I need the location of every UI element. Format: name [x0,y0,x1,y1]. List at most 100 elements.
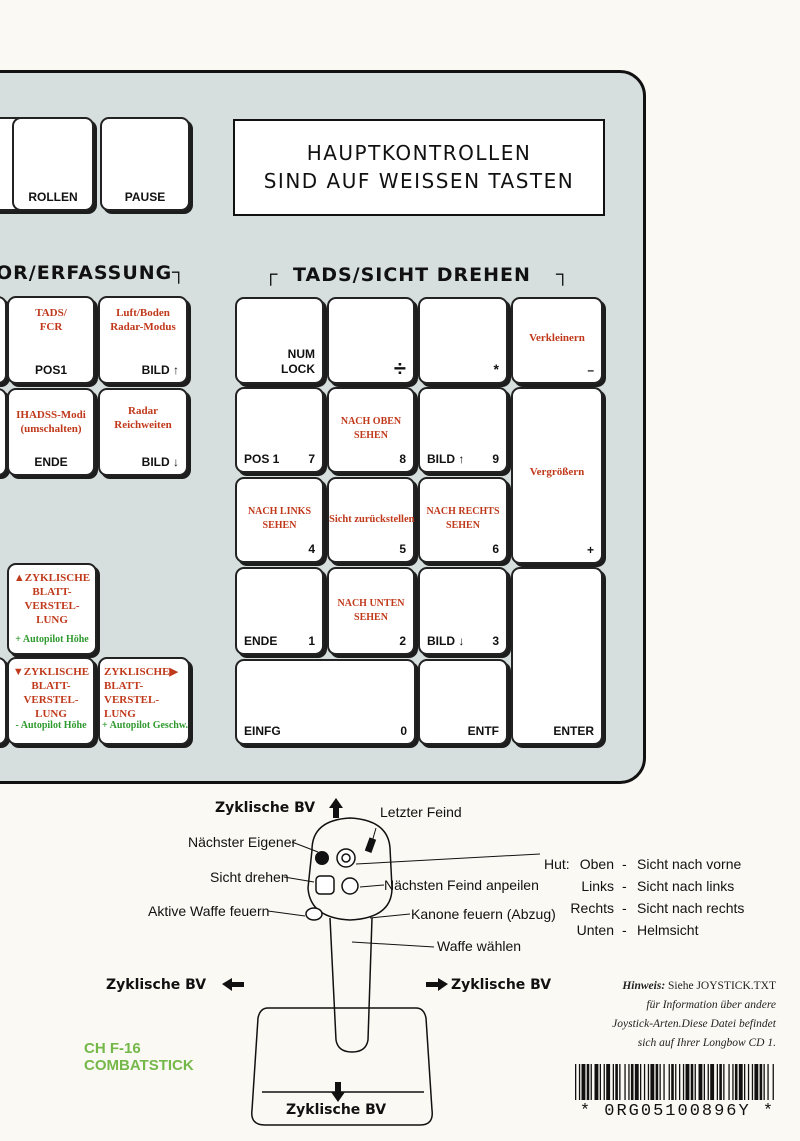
barcode-bar [690,1064,694,1100]
key-plus[interactable]: Vergrößern + [511,387,603,564]
barcode-bar [751,1064,754,1100]
label-naechster-eigener: Nächster Eigener [188,834,297,850]
barcode-bar [599,1064,601,1100]
barcode-bar [634,1064,639,1100]
key-decimal[interactable]: ENTF [418,659,508,745]
barcode-bar [650,1064,655,1100]
barcode-bar [716,1064,718,1100]
hut-action: Sicht nach vorne [637,856,742,872]
hut-dash: - [622,856,627,872]
joystick-shaft [329,917,373,1053]
barcode-bar [643,1064,646,1100]
bracket-left-end: ┐ [172,262,186,283]
button-aktive [305,907,323,921]
barcode-bar [612,1064,614,1100]
hut-dash: - [622,900,627,916]
label-waffe-waehlen: Waffe wählen [437,938,522,954]
key-partial-2[interactable] [0,388,7,476]
barcode-bar [675,1064,677,1100]
arrow-up-icon: ↑ [173,363,179,377]
key-multiply[interactable]: * [418,297,508,384]
key-tads-fcr[interactable]: TADS/ FCR POS1 [7,296,95,384]
barcode-bar [586,1064,590,1100]
arrow-down-icon: ↓ [173,455,179,469]
key-6[interactable]: NACH RECHTS SEHEN 6 [418,477,508,563]
key-minus[interactable]: Verkleinern – [511,297,603,384]
label-zyklisch-right: Zyklische BV [451,977,552,993]
barcode-bar [581,1064,586,1100]
key-2[interactable]: NACH UNTEN SEHEN 2 [327,567,415,655]
hat-switch [315,875,335,895]
notice-line1: HAUPTKONTROLLEN [306,141,532,165]
hut-dir: Oben [579,856,614,872]
button-letzter [364,837,377,853]
button-black [315,851,329,865]
arrow-up-icon: ↑ [458,452,465,466]
barcode-bar [606,1064,611,1100]
label-zyklisch-bottom: Zyklische BV [286,1102,387,1118]
barcode-bar [738,1064,743,1100]
barcode-bar [747,1064,750,1100]
barcode-bar [659,1064,661,1100]
key-ihadss[interactable]: IHADSS-Modi (umschalten) ENDE [7,388,95,476]
product-name: CH F-16 COMBATSTICK [84,1040,194,1074]
barcode-bar [628,1064,630,1100]
key-4[interactable]: NACH LINKS SEHEN 4 [235,477,324,563]
key-0[interactable]: EINFG 0 [235,659,416,745]
barcode-bar [710,1064,715,1100]
bracket-right-start: ┌ [264,264,278,285]
barcode-bar [615,1064,618,1100]
barcode-bar [698,1064,703,1100]
hut-dir: Unten [576,922,614,938]
barcode-text: * 0RG05100896Y * [579,1102,776,1121]
key-5[interactable]: Sicht zurückstellen 5 [327,477,415,563]
key-9[interactable]: BILD ↑ 9 [418,387,508,473]
barcode [575,1064,774,1100]
hut-dash: - [622,878,627,894]
barcode-bar [685,1064,690,1100]
hut-action: Sicht nach links [637,878,735,894]
key-7[interactable]: POS 1 7 [235,387,324,473]
joystick-grip [307,817,393,921]
key-rollen[interactable]: ROLLEN [12,117,94,211]
barcode-bar [682,1064,685,1100]
barcode-bar [603,1064,605,1100]
key-1[interactable]: ENDE 1 [235,567,324,655]
barcode-bar [630,1064,634,1100]
key-pause[interactable]: PAUSE [100,117,190,211]
joystick-diagram [222,798,541,1126]
barcode-bar [723,1064,725,1100]
label-naechsten-feind: Nächsten Feind anpeilen [384,877,539,893]
key-3[interactable]: BILD ↓ 3 [418,567,508,655]
key-zyklisch-right[interactable]: ZYKLISCHE▶ BLATT- VERSTEL- LUNG + Autopi… [98,657,190,745]
barcode-bar [671,1064,674,1100]
key-partial-1[interactable] [0,296,7,384]
barcode-bar [647,1064,650,1100]
barcode-bar [679,1064,681,1100]
barcode-bar [767,1064,769,1100]
barcode-bar [668,1064,670,1100]
barcode-bar [594,1064,599,1100]
barcode-bar [655,1064,659,1100]
key-partial-3[interactable] [0,657,7,745]
key-zyklisch-up[interactable]: ▲ZYKLISCHE BLATT- VERSTEL- LUNG + Autopi… [7,563,97,655]
key-divide[interactable]: ÷ [327,297,415,384]
label-kanone: Kanone feuern (Abzug) [411,906,556,922]
key-numlock[interactable]: NUM LOCK [235,297,324,384]
barcode-bar [703,1064,705,1100]
barcode-bar [640,1064,642,1100]
notice-box: HAUPTKONTROLLEN SIND AUF WEISSEN TASTEN [233,119,605,216]
key-enter[interactable]: ENTER [511,567,603,745]
heading-left: OR/ERFASSUNG [0,262,173,284]
barcode-bar [732,1064,734,1100]
key-zyklisch-down[interactable]: ▼ZYKLISCHE BLATT- VERSTEL- LUNG - Autopi… [7,657,95,745]
hint-label: Hinweis: [622,980,666,992]
barcode-bar [694,1064,696,1100]
key-8[interactable]: NACH OBEN SEHEN 8 [327,387,415,473]
button-feind [341,877,359,895]
key-luft-boden[interactable]: Luft/Boden Radar-Modus BILD ↑ [98,296,188,384]
key-radar-reichweiten[interactable]: Radar Reichweiten BILD ↓ [98,388,188,476]
barcode-bar [772,1064,774,1100]
hut-dir: Links [581,878,614,894]
barcode-bar [759,1064,763,1100]
